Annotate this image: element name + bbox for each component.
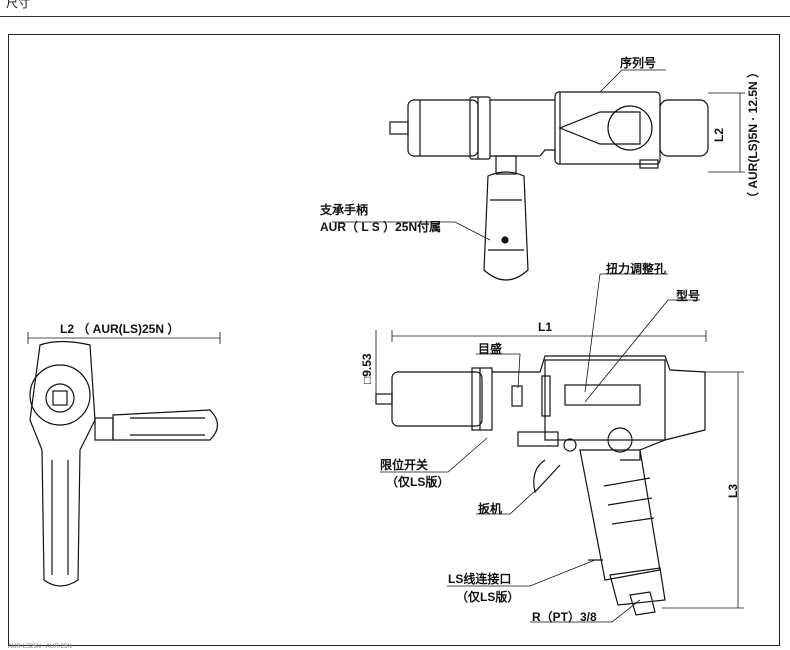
diagram-frame xyxy=(8,34,780,646)
support-handle-model-label: AUR（ L S ）25N付属 xyxy=(320,220,442,234)
l2-side-dimension-label: L2 xyxy=(712,127,726,142)
support-handle-label: 支承手柄 xyxy=(320,203,369,217)
limit-switch-ls-note: （仅LS版） xyxy=(386,475,450,489)
square-drive-953-label: □9.53 xyxy=(360,353,374,384)
serial-number-label: 序列号 xyxy=(620,56,657,70)
l1-dimension-label: L1 xyxy=(538,320,553,334)
section-title: 尺寸 xyxy=(6,0,31,10)
torque-adjust-hole-label: 扭力调整孔 xyxy=(606,262,667,276)
pistol-tool-side-view xyxy=(375,355,706,616)
scale-label: 目盛 xyxy=(478,342,503,356)
ls-cable-connector-label: LS线连接口 xyxy=(448,572,512,586)
ls-connector-ls-note: （仅LS版） xyxy=(456,590,520,604)
l3-dimension-label: L3 xyxy=(726,483,740,498)
trigger-label: 扳机 xyxy=(478,502,503,516)
l2-side-model-note: （ AUR(LS)5N · 12.5N ） xyxy=(746,65,760,204)
limit-switch-label: 限位开关 xyxy=(380,458,429,472)
air-inlet-thread-label: R（PT）3/8 xyxy=(532,610,597,624)
l2-front-dimension-label: L2 （ AUR(LS)25N ） xyxy=(60,322,180,336)
front-view xyxy=(29,340,219,587)
footer-note: AUR-LS25N · AUR-25N xyxy=(8,644,72,650)
top-tool-side-view xyxy=(389,91,709,281)
section-header: 尺寸 xyxy=(0,0,790,17)
model-number-label: 型号 xyxy=(676,289,701,303)
leader-lines xyxy=(332,69,700,623)
dimension-lines xyxy=(27,92,745,609)
